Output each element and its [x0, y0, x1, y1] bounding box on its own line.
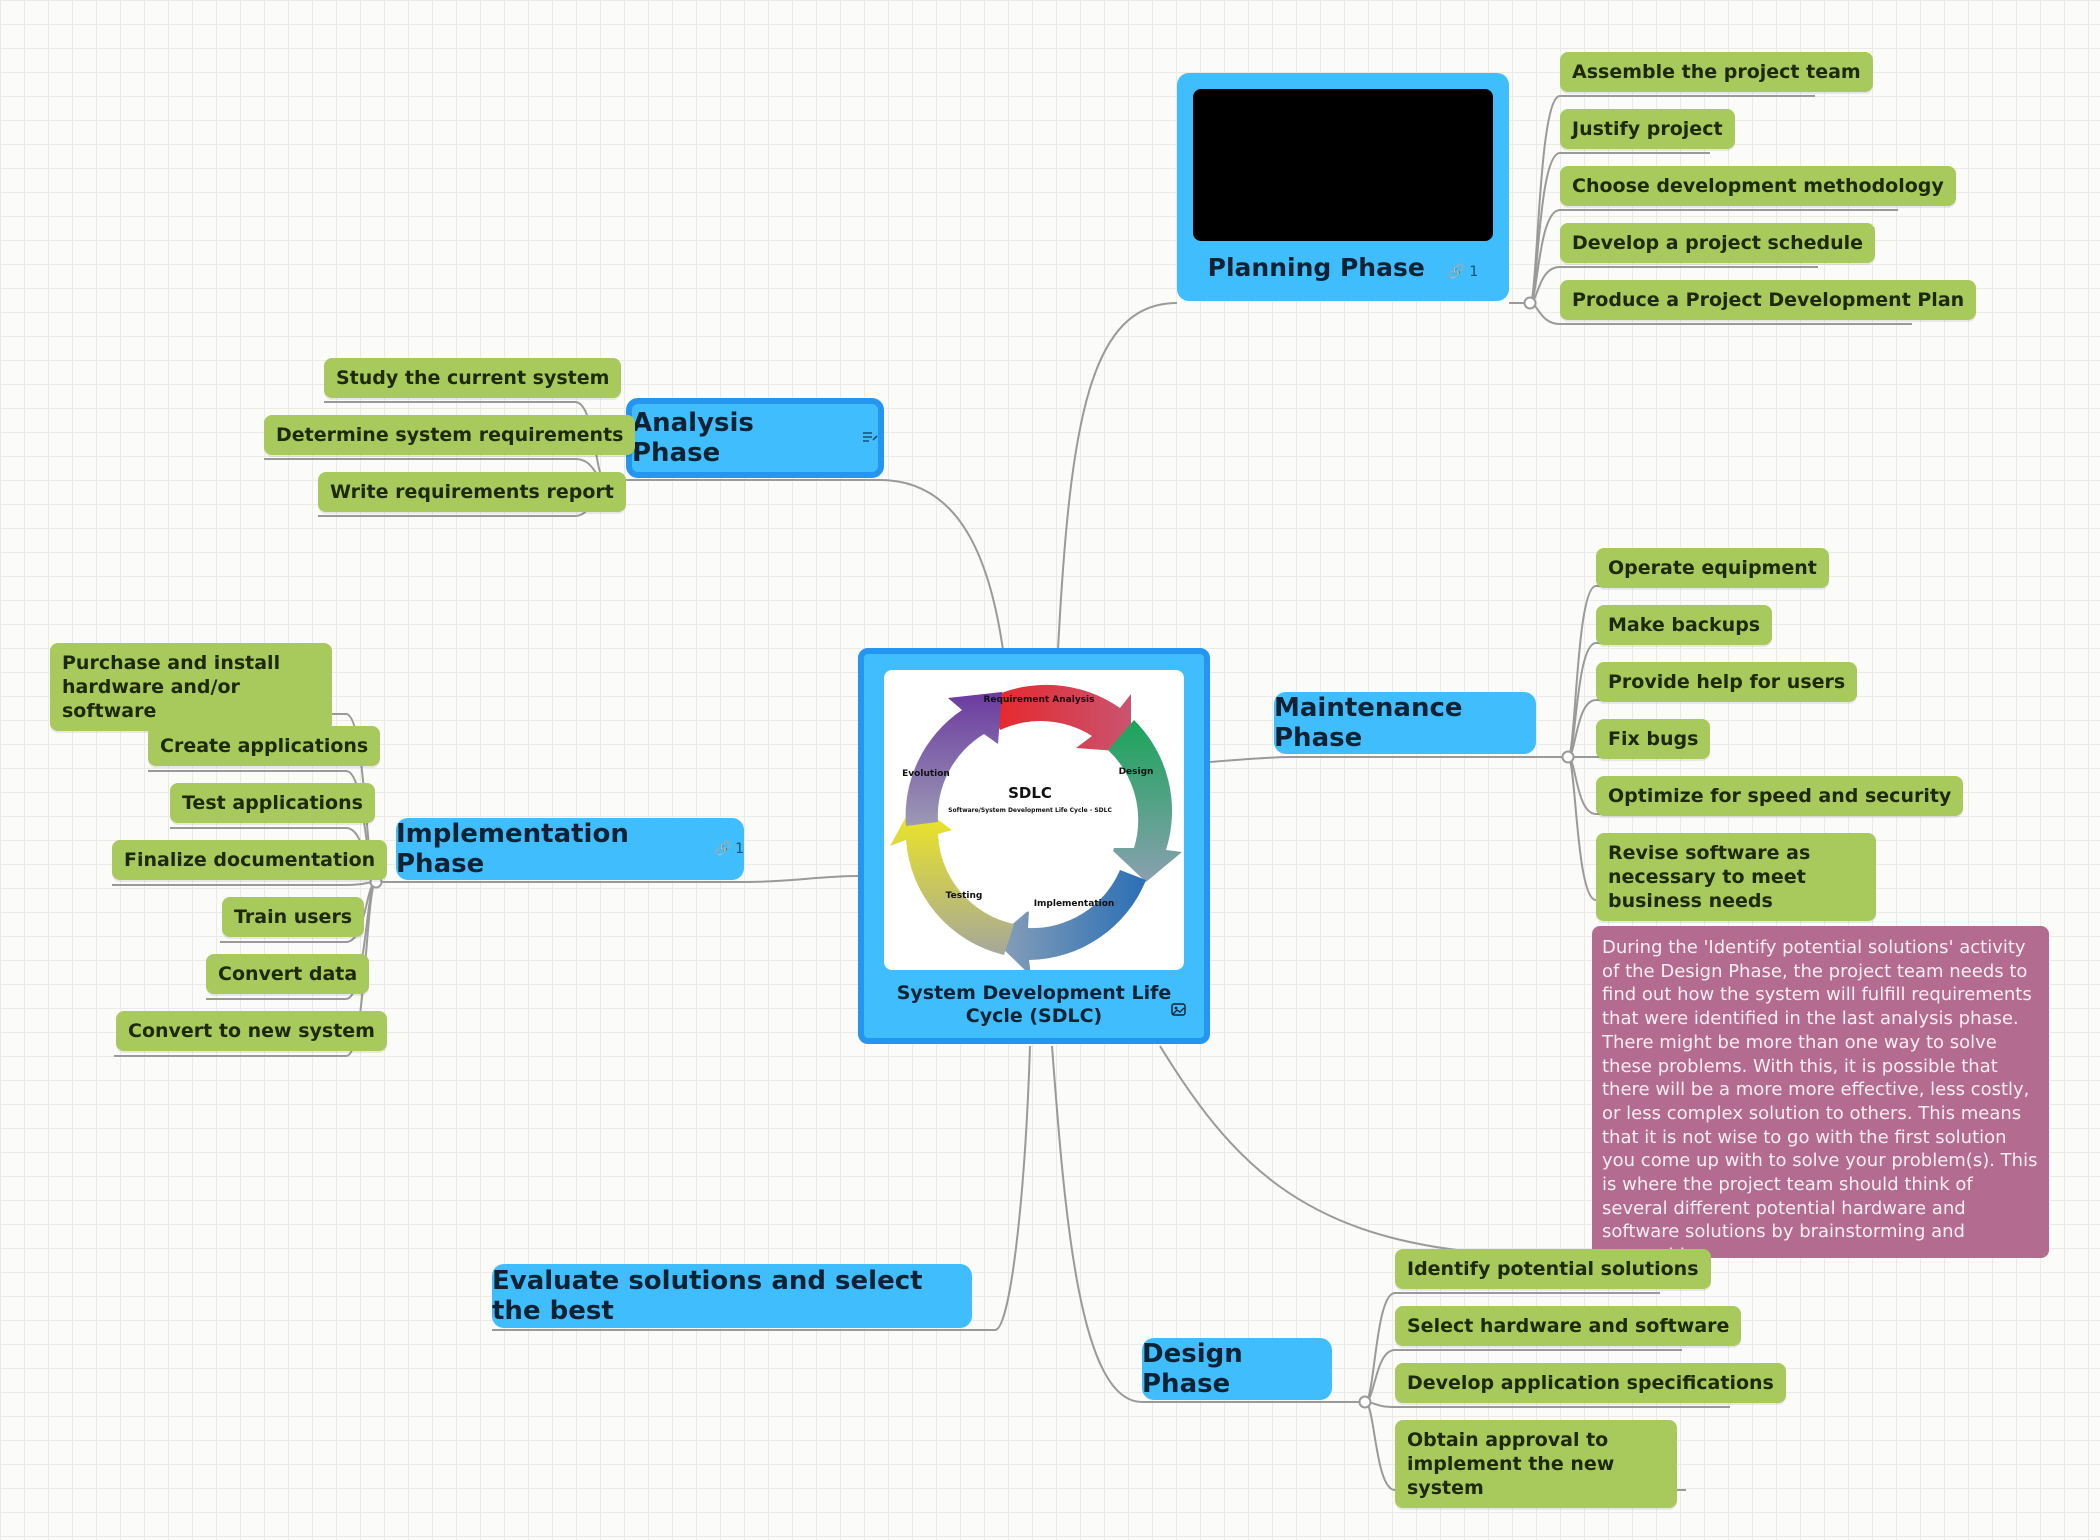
sdlc-center-title: SDLC [1008, 784, 1052, 802]
sdlc-center-subtitle: Software/System Development Life Cycle -… [948, 807, 1112, 814]
planning-item[interactable]: Justify project [1560, 109, 1735, 149]
evaluate-title-text: Evaluate solutions and select the best [492, 1266, 923, 1326]
maintenance-phase-topic[interactable]: Maintenance Phase [1274, 692, 1536, 754]
link-icon[interactable]: 🔗 1 [1447, 264, 1479, 280]
central-topic[interactable]: Requirement Analysis Design Implementati… [858, 648, 1210, 1044]
planning-item[interactable]: Produce a Project Development Plan [1560, 280, 1977, 320]
central-topic-title: System Development Life Cycle (SDLC) [884, 982, 1186, 1028]
design-phase-topic[interactable]: Design Phase [1142, 1338, 1332, 1400]
planning-item[interactable]: Develop a project schedule [1560, 223, 1876, 263]
implementation-item[interactable]: Purchase and install hardware and/or sof… [50, 643, 332, 731]
link-count: 1 [1469, 264, 1479, 280]
maintenance-item[interactable]: Operate equipment [1596, 548, 1829, 588]
planning-item[interactable]: Assemble the project team [1560, 52, 1873, 92]
central-title-text: System Development Life Cycle (SDLC) [896, 982, 1172, 1027]
link-icon[interactable]: 🔗 1 [714, 841, 744, 857]
maintenance-item[interactable]: Fix bugs [1596, 719, 1711, 759]
design-item[interactable]: Obtain approval to implement the new sys… [1395, 1420, 1677, 1508]
sdlc-arrow-label: Design [1119, 767, 1154, 777]
maintenance-item[interactable]: Optimize for speed and security [1596, 776, 1964, 816]
implementation-item[interactable]: Train users [222, 897, 365, 937]
sdlc-cycle-image: Requirement Analysis Design Implementati… [884, 670, 1184, 976]
analysis-phase-topic[interactable]: Analysis Phase [626, 398, 884, 478]
sdlc-arrow-label: Implementation [1034, 899, 1115, 909]
analysis-item[interactable]: Study the current system [324, 358, 622, 398]
implementation-item[interactable]: Convert data [206, 954, 370, 994]
link-count: 1 [735, 841, 744, 857]
sdlc-arrow-label: Requirement Analysis [983, 695, 1094, 705]
design-item[interactable]: Select hardware and software [1395, 1306, 1742, 1346]
video-embed[interactable] [1193, 89, 1493, 241]
implementation-title-text: Implementation Phase [396, 819, 629, 879]
design-note[interactable]: During the 'Identify potential solutions… [1592, 926, 2049, 1266]
sdlc-arrow-label: Testing [946, 891, 983, 901]
planning-item[interactable]: Choose development methodology [1560, 166, 1956, 206]
analysis-item[interactable]: Determine system requirements [264, 415, 636, 455]
implementation-item[interactable]: Convert to new system [116, 1011, 387, 1051]
planning-title-text: Planning Phase [1207, 253, 1425, 282]
implementation-item[interactable]: Create applications [148, 726, 381, 766]
evaluate-solutions-topic[interactable]: Evaluate solutions and select the best [492, 1264, 972, 1328]
image-icon[interactable] [1171, 1001, 1186, 1024]
maintenance-item[interactable]: Provide help for users [1596, 662, 1858, 702]
design-item[interactable]: Identify potential solutions [1395, 1249, 1711, 1289]
design-title-text: Design Phase [1142, 1339, 1243, 1399]
cycle-arrows [890, 684, 1182, 976]
planning-phase-title: Planning Phase 🔗 1 [1177, 253, 1509, 282]
notes-icon[interactable] [862, 431, 878, 445]
maintenance-title-text: Maintenance Phase [1274, 693, 1463, 753]
planning-phase-topic[interactable]: Planning Phase 🔗 1 [1177, 73, 1509, 301]
design-item[interactable]: Develop application specifications [1395, 1363, 1786, 1403]
maintenance-item[interactable]: Revise software as necessary to meet bus… [1596, 833, 1876, 921]
maintenance-item[interactable]: Make backups [1596, 605, 1773, 645]
analysis-item[interactable]: Write requirements report [318, 472, 626, 512]
implementation-item[interactable]: Finalize documentation [112, 840, 388, 880]
implementation-item[interactable]: Test applications [170, 783, 375, 823]
implementation-phase-topic[interactable]: Implementation Phase 🔗 1 [396, 818, 744, 880]
sdlc-arrow-label: Evolution [902, 769, 950, 779]
analysis-title-text: Analysis Phase [632, 408, 754, 468]
